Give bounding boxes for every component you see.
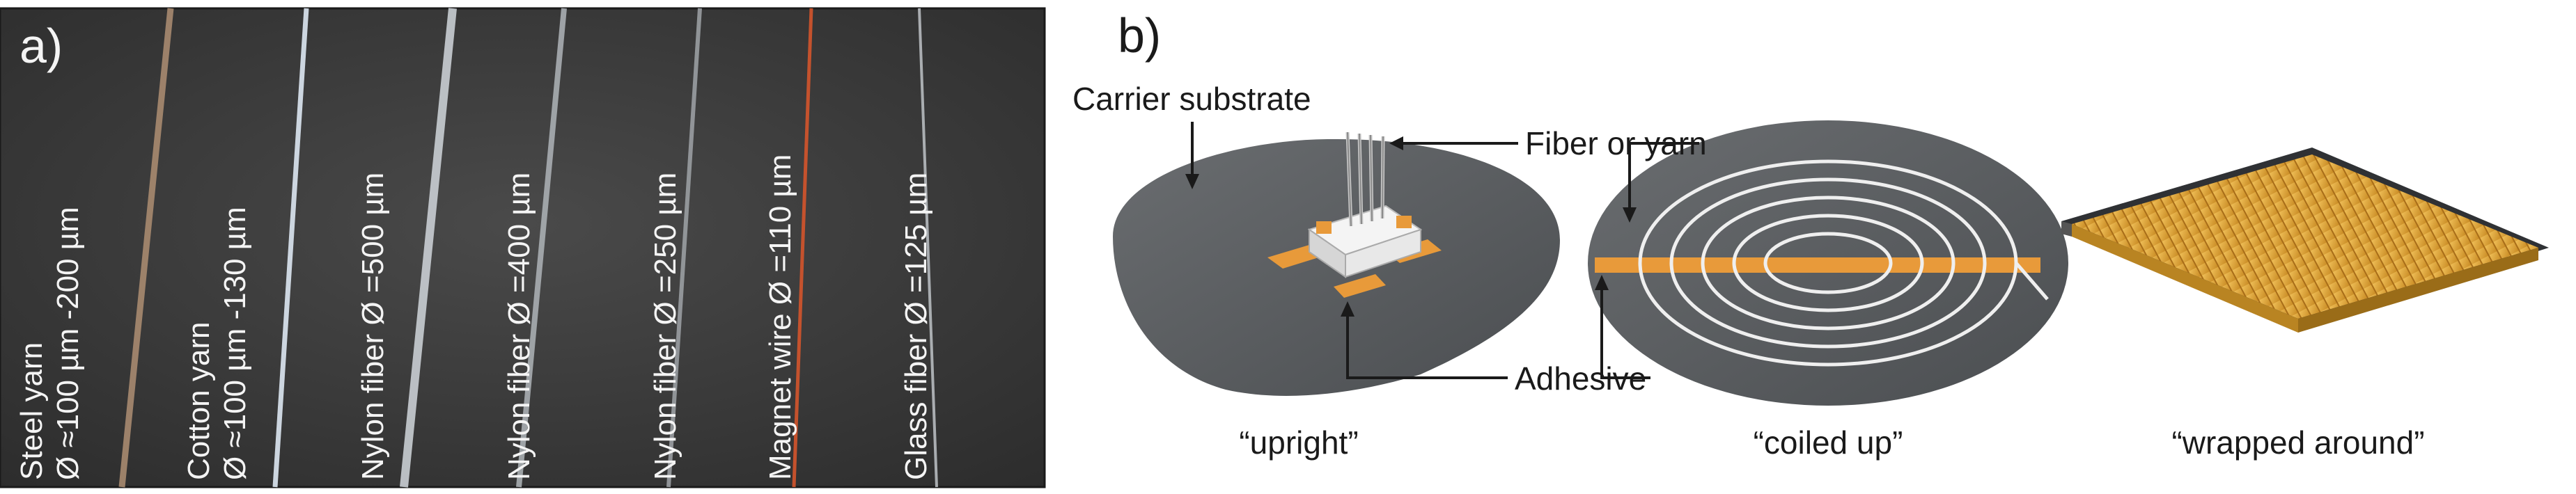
wrapped-edge [2072, 224, 2298, 333]
fiber-strand [118, 8, 174, 488]
fiber-strand [272, 8, 309, 488]
wrapped-fiber-bundle [2072, 154, 2538, 319]
fiber-label: Magnet wire Ø =110 µm [763, 154, 797, 480]
panel-a-label: a) [19, 19, 63, 73]
caption-wrapped-around: “wrapped around” [2171, 424, 2424, 461]
callout-carrier-substrate: Carrier substrate [1072, 81, 1311, 189]
fiber-strand [400, 8, 457, 488]
fiber-strand [792, 8, 813, 488]
fiber-label: Nylon fiber Ø =400 µm [502, 173, 536, 480]
fiber-labels: Steel yarnØ ≈100 µm -200 µm Cotton yarnØ … [15, 154, 933, 480]
fiber-label: Nylon fiber Ø =500 µm [356, 173, 390, 480]
arrow-head [1341, 301, 1355, 317]
fiber-label: Cotton yarnØ ≈100 µm -130 µm [182, 207, 252, 480]
caption-upright: “upright” [1239, 424, 1358, 461]
fiber-strand [666, 8, 702, 488]
adhesive-pad [1334, 274, 1386, 298]
diagram-coiled-up: “coiled up” [1588, 120, 2068, 461]
adhesive-pad [1316, 221, 1332, 234]
diagram-upright: “upright” [1113, 132, 1560, 461]
arrow-head [1389, 136, 1403, 150]
carrier-substrate-label: Carrier substrate [1072, 81, 1311, 117]
arrow-head [1595, 275, 1609, 290]
panel-b: b) [1072, 8, 2549, 461]
adhesive-pad [1396, 216, 1412, 228]
mount-block-front [1345, 228, 1421, 278]
diagram-wrapped-around: “wrapped around” [2061, 148, 2549, 461]
adhesive-strip [1595, 257, 2040, 273]
arrow-head [1185, 174, 1199, 189]
fiber-strands [118, 8, 938, 488]
coiled-fiber [1638, 159, 2049, 367]
photo-background [0, 7, 1046, 488]
fiber-strand [516, 8, 567, 488]
fiber-label: Steel yarnØ ≈100 µm -200 µm [15, 207, 85, 480]
caption-coiled-up: “coiled up” [1754, 424, 1903, 461]
panel-b-label: b) [1118, 8, 1161, 63]
arrow-head [1623, 207, 1637, 223]
fiber-label: Glass fiber Ø =125 µm [899, 173, 933, 480]
panel-a: Steel yarnØ ≈100 µm -200 µm Cotton yarnØ … [0, 7, 1046, 488]
fiber-strand [918, 8, 938, 488]
callout-adhesive: Adhesive [1341, 275, 1650, 397]
fiber-label: Nylon fiber Ø =250 µm [648, 173, 682, 480]
callout-fiber-or-yarn: Fiber or yarn [1389, 125, 1707, 223]
